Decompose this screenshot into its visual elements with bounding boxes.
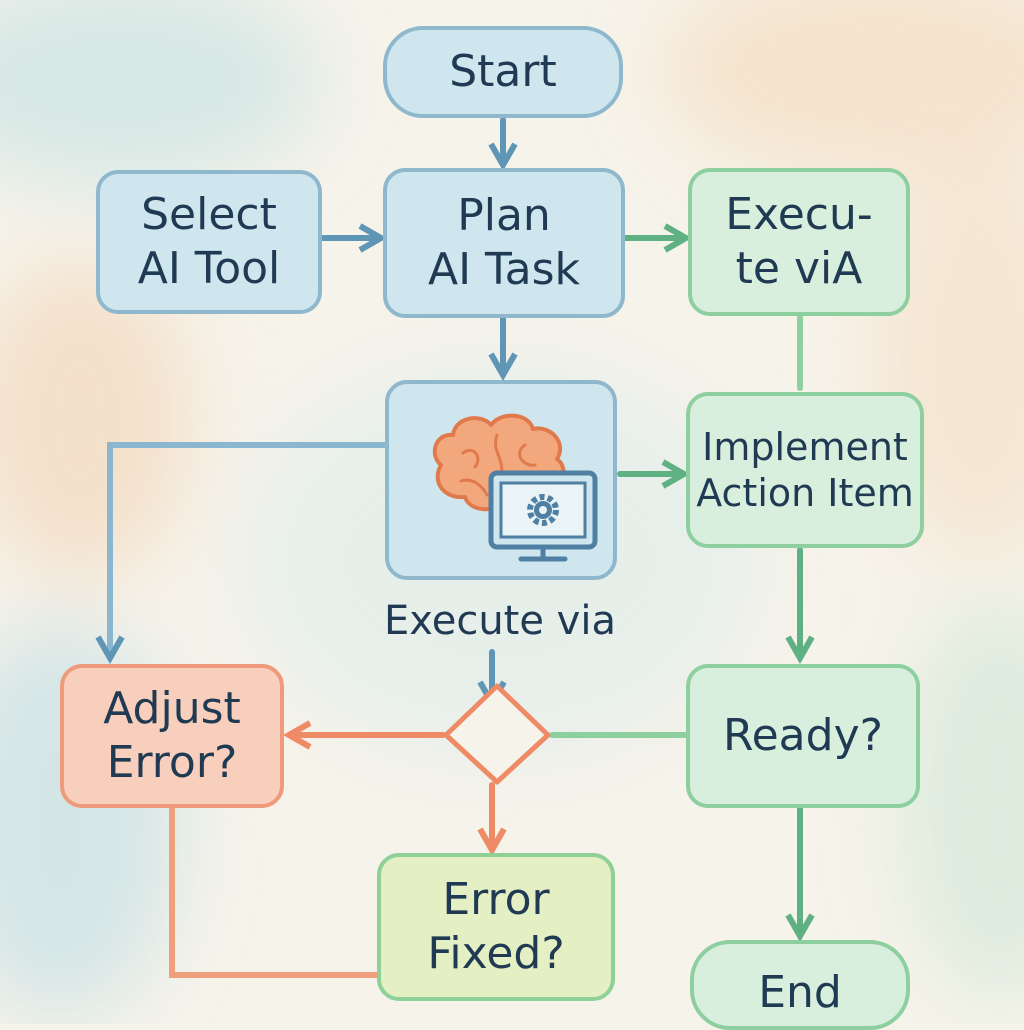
ready-node[interactable]: Ready? xyxy=(686,664,920,808)
line-adjust-to-fixed xyxy=(169,805,381,978)
implement-action-item-node[interactable]: Implement Action Item xyxy=(686,392,924,548)
brain-monitor-illustration xyxy=(432,413,598,562)
plan-ai-task-node[interactable]: Plan AI Task xyxy=(383,168,625,318)
end-node[interactable]: End xyxy=(690,940,910,1030)
decision-diamond xyxy=(443,683,551,785)
start-node[interactable]: Start xyxy=(383,26,623,118)
monitor-gear-icon xyxy=(488,470,598,562)
select-ai-tool-node[interactable]: Select AI Tool xyxy=(96,170,322,314)
execute-via-node[interactable]: Execu- te viA xyxy=(688,168,910,316)
execute-via-caption: Execute via xyxy=(384,598,616,644)
execute-icon-node[interactable] xyxy=(385,380,617,580)
error-fixed-node[interactable]: Error Fixed? xyxy=(377,853,615,1001)
arrow-execute-to-adjust xyxy=(95,442,388,665)
adjust-error-node[interactable]: Adjust Error? xyxy=(60,664,284,808)
